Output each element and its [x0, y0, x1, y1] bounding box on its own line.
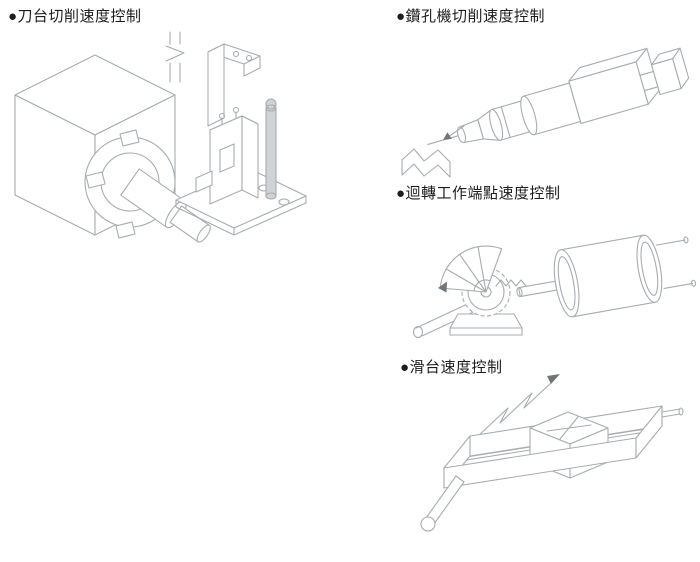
section-label-tool-post: ●刀台切削速度控制	[8, 8, 142, 25]
slide-table-illustration	[420, 374, 684, 532]
gear-bracket	[449, 313, 523, 336]
tool-post-illustration	[14, 31, 307, 243]
section-label-rotary: ●迴轉工作端點速度控制	[396, 185, 561, 202]
end-rod	[661, 407, 684, 418]
rotary-illustration	[412, 234, 697, 339]
flow-control-valve	[209, 106, 259, 205]
feed-arrow	[443, 125, 465, 140]
section-label-drilling: ●鑽孔機切削速度控制	[396, 8, 546, 25]
drill-unit	[427, 47, 690, 146]
rotary-cylinder	[516, 234, 697, 318]
workpiece-plate	[401, 148, 451, 178]
drilling-illustration	[401, 47, 690, 178]
section-label-slide-table: ●滑台速度控制	[400, 359, 503, 376]
angle-sector	[438, 245, 503, 293]
table-frame-front	[443, 405, 663, 489]
rack-teeth	[495, 279, 527, 287]
bracket	[207, 43, 261, 127]
needle-cylinder	[265, 98, 277, 200]
workpiece	[120, 168, 211, 243]
break-symbol	[165, 31, 185, 83]
tool-bit	[195, 170, 213, 193]
piston-rod	[420, 475, 465, 532]
motion-arrow	[477, 374, 560, 437]
